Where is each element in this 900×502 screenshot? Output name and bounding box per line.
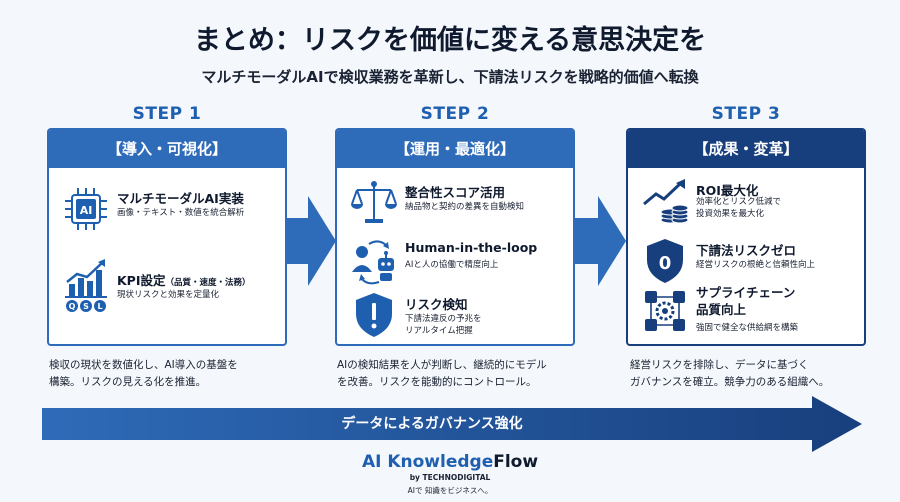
brand-name-b: Flow	[493, 452, 539, 472]
step-2-item-1-title: 整合性スコア活用	[405, 185, 506, 200]
brand-by: by TECHNODIGITAL	[409, 473, 491, 482]
kpi-title-main: KPI設定	[117, 273, 166, 288]
step-1-item-2: Q S L KPI設定（品質・速度・法務） 現状リスクと効果を定量化	[49, 259, 285, 324]
zero-badge: 0	[659, 253, 672, 274]
step-2-item-3: リスク検知 下請法違反の予兆を リアルタイム把握	[337, 288, 573, 344]
step-1-item-2-desc: 現状リスクと効果を定量化	[117, 290, 220, 300]
governance-arrow	[42, 396, 862, 452]
step-3-label: STEP 3	[711, 104, 781, 124]
brand-tagline: AIで 知識をビジネスへ。	[407, 486, 493, 495]
step-2-header: 【運用・最適化】	[337, 130, 573, 168]
step-2-label: STEP 2	[420, 104, 490, 124]
step-3-item-3-title: サプライチェーン 品質向上	[696, 285, 796, 317]
step-1-label: STEP 1	[132, 104, 202, 124]
step-1-item-1-desc: 画像・テキスト・数値を統合解析	[117, 208, 245, 218]
ai-chip-icon: AI	[65, 188, 107, 230]
brand-logo: AI KnowledgeFlow	[0, 452, 900, 472]
step-2-item-3-title: リスク検知	[405, 297, 468, 312]
step-3-item-1: ROI最大化 効率化とリスク低減で 投資効果を最大化	[628, 174, 864, 234]
step-2-summary: AIの検知結果を人が判断し、継続的にモデル を改善。リスクを能動的にコントロール…	[337, 359, 547, 388]
governance-arrow-label: データによるガバナンス強化	[341, 416, 523, 432]
step-2-item-3-desc: 下請法違反の予兆を リアルタイム把握	[405, 314, 482, 336]
zero-shield-icon: 0	[647, 239, 683, 283]
step-1-item-1: AI マルチモーダルAI実装 画像・テキスト・数値を統合解析	[49, 182, 285, 242]
step-3-card: 【成果・変革】 ROI最大化 効率化とリスク低減で 投資効果を最大化 0 下請法…	[626, 128, 866, 346]
kpi-title-note: （品質・速度・法務）	[165, 278, 251, 288]
step-3-item-1-desc: 効率化とリスク低減で 投資効果を最大化	[696, 197, 782, 219]
step-2-item-1-desc: 納品物と契約の差異を自動検知	[405, 202, 525, 212]
arrow-step1-to-step2	[278, 196, 336, 286]
step-3-summary: 経営リスクを排除し、データに基づく ガバナンスを確立。競争力のある組織へ。	[630, 359, 830, 388]
brand-name-a: AI Knowledge	[361, 452, 494, 472]
step-1-item-2-title: KPI設定（品質・速度・法務）	[117, 270, 251, 289]
step-3-item-3-desc: 強固で健全な供給網を構築	[696, 323, 799, 333]
step-1-header: 【導入・可視化】	[49, 130, 285, 168]
step-2-item-2: Human-in-the-loop AIと人の協働で精度向上	[337, 234, 573, 294]
step-2-item-1: 整合性スコア活用 納品物と契約の差異を自動検知	[337, 176, 573, 236]
page-subtitle: マルチモーダルAIで検収業務を革新し、下請法リスクを戦略的価値へ転換	[201, 68, 699, 86]
roi-growth-icon	[643, 179, 689, 224]
balance-scale-icon	[351, 181, 397, 223]
supply-chain-icon	[645, 291, 685, 331]
step-1-summary: 検収の現状を数値化し、AI導入の基盤を 構築。リスクの見える化を推進。	[49, 359, 238, 388]
kpi-badge-l: L	[97, 302, 102, 311]
step-3-header: 【成果・変革】	[628, 130, 864, 168]
step-3-item-2: 0 下請法リスクゼロ 経営リスクの根絶と信頼性向上	[628, 234, 864, 294]
step-2-item-2-desc: AIと人の協働で精度向上	[405, 260, 499, 270]
kpi-chart-icon: Q S L	[65, 259, 107, 312]
step-3-item-2-title: 下請法リスクゼロ	[696, 243, 797, 258]
step-1-card: 【導入・可視化】 AI マルチモーダルAI実装 画像・テキスト・数値を統合解析	[47, 128, 287, 346]
kpi-badge-q: Q	[69, 302, 76, 311]
kpi-badge-s: S	[83, 302, 89, 311]
svg-text:AI: AI	[80, 204, 93, 217]
step-2-card: 【運用・最適化】 整合性スコア活用 納品物と契約の差異を自動検知	[335, 128, 575, 346]
step-2-item-2-title: Human-in-the-loop	[405, 240, 538, 255]
shield-alert-icon	[356, 293, 392, 337]
page-title: まとめ：リスクを価値に変える意思決定を	[193, 25, 707, 56]
step-3-item-3: サプライチェーン 品質向上 強固で健全な供給網を構築	[628, 284, 864, 344]
step-3-item-2-desc: 経営リスクの根絶と信頼性向上	[696, 260, 816, 270]
human-robot-icon	[352, 240, 394, 285]
step-1-item-1-title: マルチモーダルAI実装	[117, 191, 244, 206]
arrow-step2-to-step3	[568, 196, 626, 286]
step-3-item-1-title: ROI最大化	[696, 183, 759, 198]
